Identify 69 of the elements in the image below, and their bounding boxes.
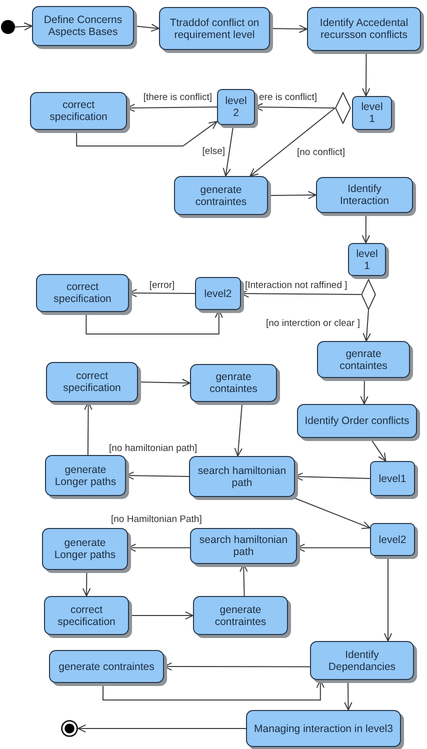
action-box [32, 6, 134, 46]
action-box [49, 650, 164, 683]
action-label: level2 [204, 288, 232, 300]
action-box [217, 89, 255, 125]
action-box [190, 528, 297, 564]
action-box [352, 96, 392, 130]
action-label: generate Longer paths [53, 537, 117, 561]
edge-label: [Interaction not raffined ] [244, 280, 348, 291]
action-box [30, 92, 127, 130]
action-label: Identify Interaction [338, 183, 390, 207]
action-box [370, 461, 415, 496]
action-box [348, 243, 386, 276]
arrow [78, 724, 246, 733]
action-label: level 1 [360, 101, 384, 125]
action-label: genrate containtes [208, 371, 258, 395]
action-box [246, 710, 401, 747]
action-label: Identify Dependancies [327, 648, 397, 672]
edge-label: [no conflict] [296, 147, 346, 158]
action-box [316, 177, 413, 213]
action-box [189, 456, 295, 497]
action-box [190, 364, 277, 402]
edge-label: [error] [148, 280, 176, 291]
action-label: search hamiltonian path [198, 534, 289, 558]
action-label: level1 [378, 472, 406, 484]
action-label: Identify Order conflicts [304, 415, 410, 427]
action-label: generate contraintes [214, 604, 268, 628]
action-label: generate Longer paths [54, 464, 118, 488]
action-label: genrate containtes [338, 348, 388, 372]
action-box [159, 7, 270, 50]
action-box [42, 528, 128, 570]
arrow [76, 120, 218, 146]
action-box [44, 596, 129, 635]
arrow [250, 108, 336, 176]
action-box [370, 523, 415, 556]
action-label: Identify Accedental recursson conflicts [318, 17, 410, 41]
arrow [362, 310, 371, 342]
start-dot [1, 20, 15, 34]
action-box [307, 7, 421, 51]
edge-label: [no hamiltonian path] [108, 443, 198, 454]
action-label: level2 [378, 534, 406, 546]
action-box [36, 274, 129, 312]
action-label: search hamiltonian path [196, 464, 288, 488]
action-box [195, 277, 241, 310]
edge-label: [no interction or clear ] [265, 318, 361, 329]
edge-label: [else] [201, 146, 226, 157]
edge-label: [there is conflict] [142, 92, 213, 103]
action-label: correct specification [48, 99, 108, 123]
arrow [14, 22, 32, 31]
action-box [46, 362, 138, 402]
action-label: level 2 [224, 95, 248, 119]
action-box [193, 596, 288, 635]
action-box [45, 455, 126, 496]
action-label: generate contraintes [194, 184, 248, 208]
action-box [317, 341, 410, 378]
edge-label: ere is conflict] [258, 92, 318, 103]
action-label: correct specification [56, 604, 116, 628]
action-label: Ttraddof conflict on requirement level [168, 16, 260, 40]
action-label: generate contraintes [58, 660, 154, 672]
action-box [297, 404, 417, 438]
action-label: level 1 [355, 248, 379, 272]
end-bullseye [61, 720, 78, 737]
action-label: Define Concerns Aspects Bases [42, 14, 124, 38]
action-label: Managing interaction in level3 [254, 722, 393, 734]
edge-label: [no Hamiltonian Path] [110, 514, 203, 525]
action-label: correct specification [52, 281, 112, 305]
action-box [310, 641, 414, 680]
decision-diamond [361, 279, 376, 310]
action-box [174, 176, 268, 215]
action-label: correct specification [62, 370, 122, 394]
